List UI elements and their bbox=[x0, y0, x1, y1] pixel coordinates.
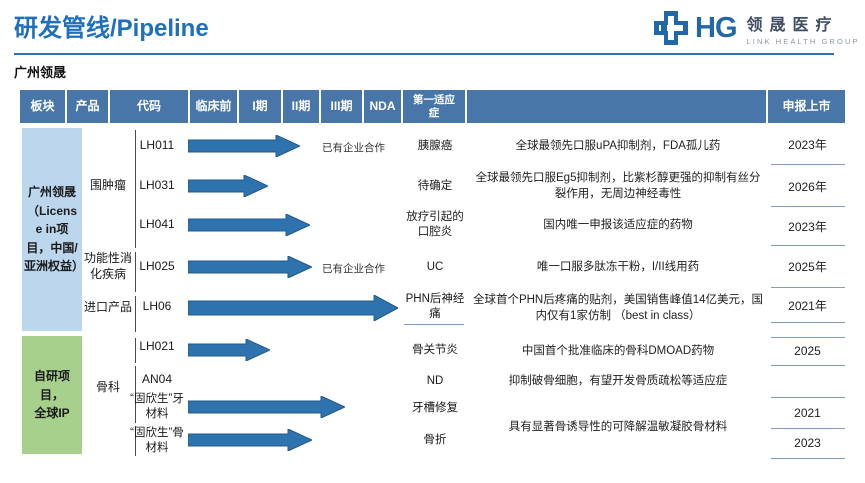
logo-name-en: LINK HEALTH GROUP bbox=[746, 36, 860, 46]
logo-name-cn: 领晟医疗 bbox=[746, 16, 839, 34]
drug-code: LH021 bbox=[139, 339, 175, 354]
col-header-description bbox=[467, 90, 768, 123]
filing-separator bbox=[771, 245, 845, 246]
drug-code: “固欣生”骨材料 bbox=[130, 427, 184, 454]
indication: PHN后神经痛 bbox=[405, 293, 465, 320]
section-label: 广州领晟 bbox=[14, 65, 67, 80]
filing-year: 2025 bbox=[794, 344, 821, 358]
drug-code: LH011 bbox=[139, 138, 175, 153]
col-header-nda: NDA bbox=[364, 90, 403, 123]
drug-code: AN04 bbox=[141, 372, 173, 387]
filing-year: 2023 bbox=[794, 436, 821, 450]
indication: 牙槽修复 bbox=[412, 401, 458, 414]
group-divider-line bbox=[135, 426, 136, 456]
filing-separator bbox=[771, 322, 845, 323]
logo-cross-icon bbox=[654, 11, 688, 45]
drug-description: 国内唯一申报该适应症的药物 bbox=[543, 218, 693, 231]
indication: ND bbox=[426, 374, 444, 387]
partnership-note: 已有企业合作 bbox=[322, 142, 385, 154]
product-group-oncology: 围肿瘤 bbox=[89, 178, 126, 193]
indication: 骨关节炎 bbox=[412, 343, 458, 356]
col-header-code: 代码 bbox=[110, 90, 190, 123]
progress-arrow bbox=[187, 395, 347, 419]
filing-year: 2026年 bbox=[788, 179, 827, 194]
filing-separator bbox=[771, 428, 845, 429]
col-header-filing: 申报上市 bbox=[768, 90, 845, 123]
group-divider-line bbox=[135, 296, 136, 332]
company-logo: HG 领晟医疗 LINK HEALTH GROUP bbox=[652, 7, 860, 49]
product-group-digestive: 功能性消化疾病 bbox=[84, 251, 133, 281]
drug-description: 中国首个批准临床的骨科DMOAD药物 bbox=[521, 344, 715, 357]
col-header-phase3: III期 bbox=[321, 90, 364, 123]
group-divider-line bbox=[135, 338, 136, 363]
progress-arrow bbox=[187, 428, 314, 452]
drug-code: LH041 bbox=[139, 217, 175, 232]
indication: 骨折 bbox=[423, 433, 447, 446]
progress-arrow bbox=[187, 174, 270, 198]
col-header-preclinical: 临床前 bbox=[190, 90, 239, 123]
filing-separator bbox=[771, 164, 845, 165]
group-divider-line bbox=[135, 252, 136, 292]
progress-arrow bbox=[187, 213, 312, 237]
filing-year: 2021 bbox=[794, 405, 821, 420]
progress-arrow bbox=[187, 134, 302, 158]
partnership-note: 已有企业合作 bbox=[322, 263, 385, 275]
progress-arrow bbox=[187, 255, 314, 279]
filing-separator bbox=[771, 337, 845, 338]
indication: UC bbox=[426, 260, 444, 273]
logo-mark: HG bbox=[695, 11, 737, 44]
indication: 放疗引起的口腔炎 bbox=[406, 211, 464, 238]
filing-year: 2023年 bbox=[788, 219, 827, 234]
filing-separator bbox=[771, 206, 845, 207]
group-divider-line bbox=[135, 130, 136, 248]
title-underline bbox=[14, 53, 834, 55]
filing-separator bbox=[771, 287, 845, 288]
filing-separator bbox=[771, 458, 845, 459]
indication: 胰腺癌 bbox=[417, 139, 453, 152]
product-group-orthopedic: 骨科 bbox=[95, 380, 120, 395]
col-header-block: 板块 bbox=[20, 90, 67, 123]
filing-year: 2021年 bbox=[788, 298, 827, 313]
col-header-phase1: I期 bbox=[239, 90, 283, 123]
drug-code: LH06 bbox=[142, 299, 172, 314]
drug-description: 全球最领先口服Eg5抑制剂，比紫杉醇更强的抑制有丝分裂作用，无周边神经毒性 bbox=[475, 171, 761, 200]
drug-description: 全球首个PHN后疼痛的贴剂，美国销售峰值14亿美元，国内仅有1家仿制 （best… bbox=[472, 293, 764, 322]
col-header-phase2: II期 bbox=[283, 90, 321, 123]
group-divider-line bbox=[135, 366, 136, 423]
drug-code: “固欣生”牙材料 bbox=[130, 393, 184, 420]
drug-description: 全球最领先口服uPA抑制剂，FDA孤儿药 bbox=[515, 139, 721, 152]
drug-description: 具有显著骨诱导性的可降解温敏凝胶骨材料 bbox=[508, 420, 728, 433]
drug-description: 唯一口服多肽冻干粉，I/II线用药 bbox=[536, 260, 700, 273]
filing-year bbox=[770, 366, 845, 396]
indication: 待确定 bbox=[417, 179, 453, 192]
col-header-indication: 第一适应症 bbox=[403, 90, 467, 123]
filing-separator bbox=[771, 365, 845, 366]
filing-separator bbox=[771, 397, 845, 398]
drug-description: 抑制破骨细胞，有望开发骨质疏松等适应症 bbox=[508, 374, 728, 387]
table-header-row: 板块 产品 代码 临床前 I期 II期 III期 NDA 第一适应症 申报上市 bbox=[20, 90, 845, 123]
drug-code: LH031 bbox=[139, 178, 175, 193]
segment-block-license-in: 广州领晟 （License in项目，中国/亚洲权益） bbox=[22, 128, 84, 331]
drug-code: LH025 bbox=[139, 259, 175, 274]
indication-separator bbox=[404, 324, 464, 325]
progress-arrow bbox=[187, 338, 272, 362]
col-header-product: 产品 bbox=[67, 90, 110, 123]
page-title: 研发管线/Pipeline bbox=[14, 15, 209, 42]
product-group-imported: 进口产品 bbox=[84, 300, 133, 315]
filing-year: 2023年 bbox=[788, 137, 827, 152]
progress-arrow bbox=[187, 294, 400, 322]
filing-year: 2025年 bbox=[788, 259, 827, 274]
segment-block-self-developed: 自研项目， 全球IP bbox=[22, 336, 82, 454]
